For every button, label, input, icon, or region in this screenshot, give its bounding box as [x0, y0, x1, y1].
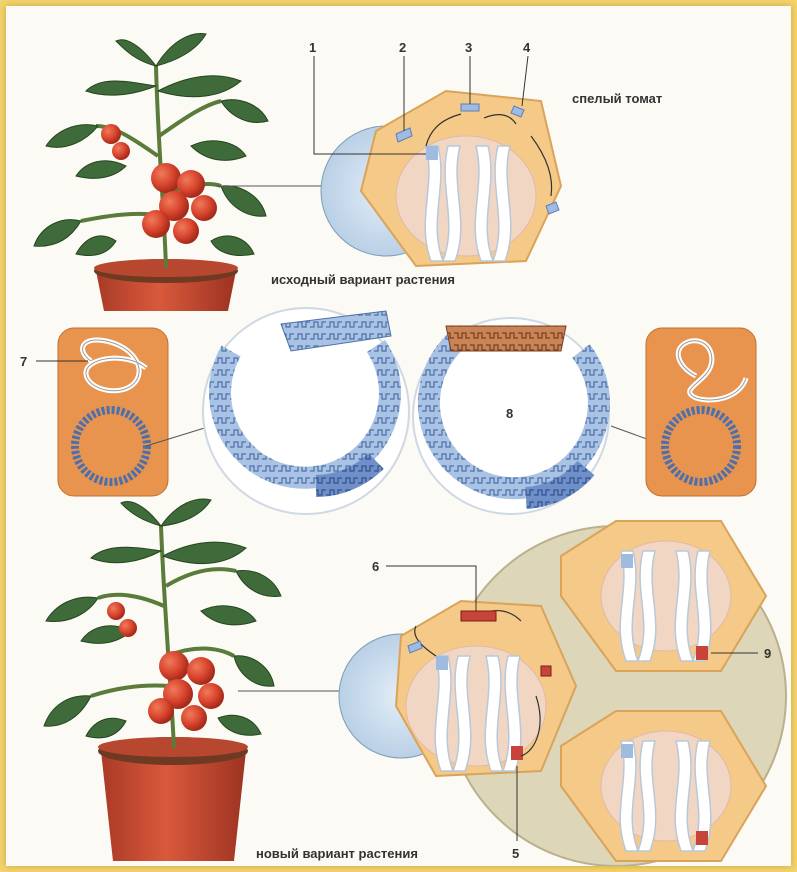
original-tomato-plant [34, 33, 268, 311]
ripe-tomato-label: спелый томат [572, 91, 662, 106]
new-plant-caption: новый вариант растения [256, 846, 418, 861]
new-tomato-plant [44, 499, 281, 861]
inserted-gene-marker [511, 746, 523, 760]
label-4: 4 [523, 40, 531, 55]
label-1: 1 [309, 40, 316, 55]
target-gene-marker [436, 656, 448, 670]
label-2: 2 [399, 40, 406, 55]
original-plant-caption: исходный вариант растения [271, 272, 455, 287]
plasmid-cut [203, 308, 409, 514]
label-8: 8 [506, 406, 513, 421]
target-gene-marker [426, 146, 438, 160]
label-3: 3 [465, 40, 472, 55]
label-7: 7 [20, 354, 27, 369]
pot [98, 737, 248, 861]
right-plasmid-card [646, 328, 756, 496]
label-5: 5 [512, 846, 519, 861]
label-6: 6 [372, 559, 379, 574]
label-9: 9 [764, 646, 771, 661]
new-cell-cluster [339, 521, 786, 866]
diagram-frame: 1 2 3 4 спелый томат исходный вариант ра… [6, 6, 791, 866]
left-plasmid-card [58, 328, 168, 496]
genetic-engineering-diagram: 1 2 3 4 спелый томат исходный вариант ра… [6, 6, 791, 866]
original-cell [321, 91, 561, 266]
